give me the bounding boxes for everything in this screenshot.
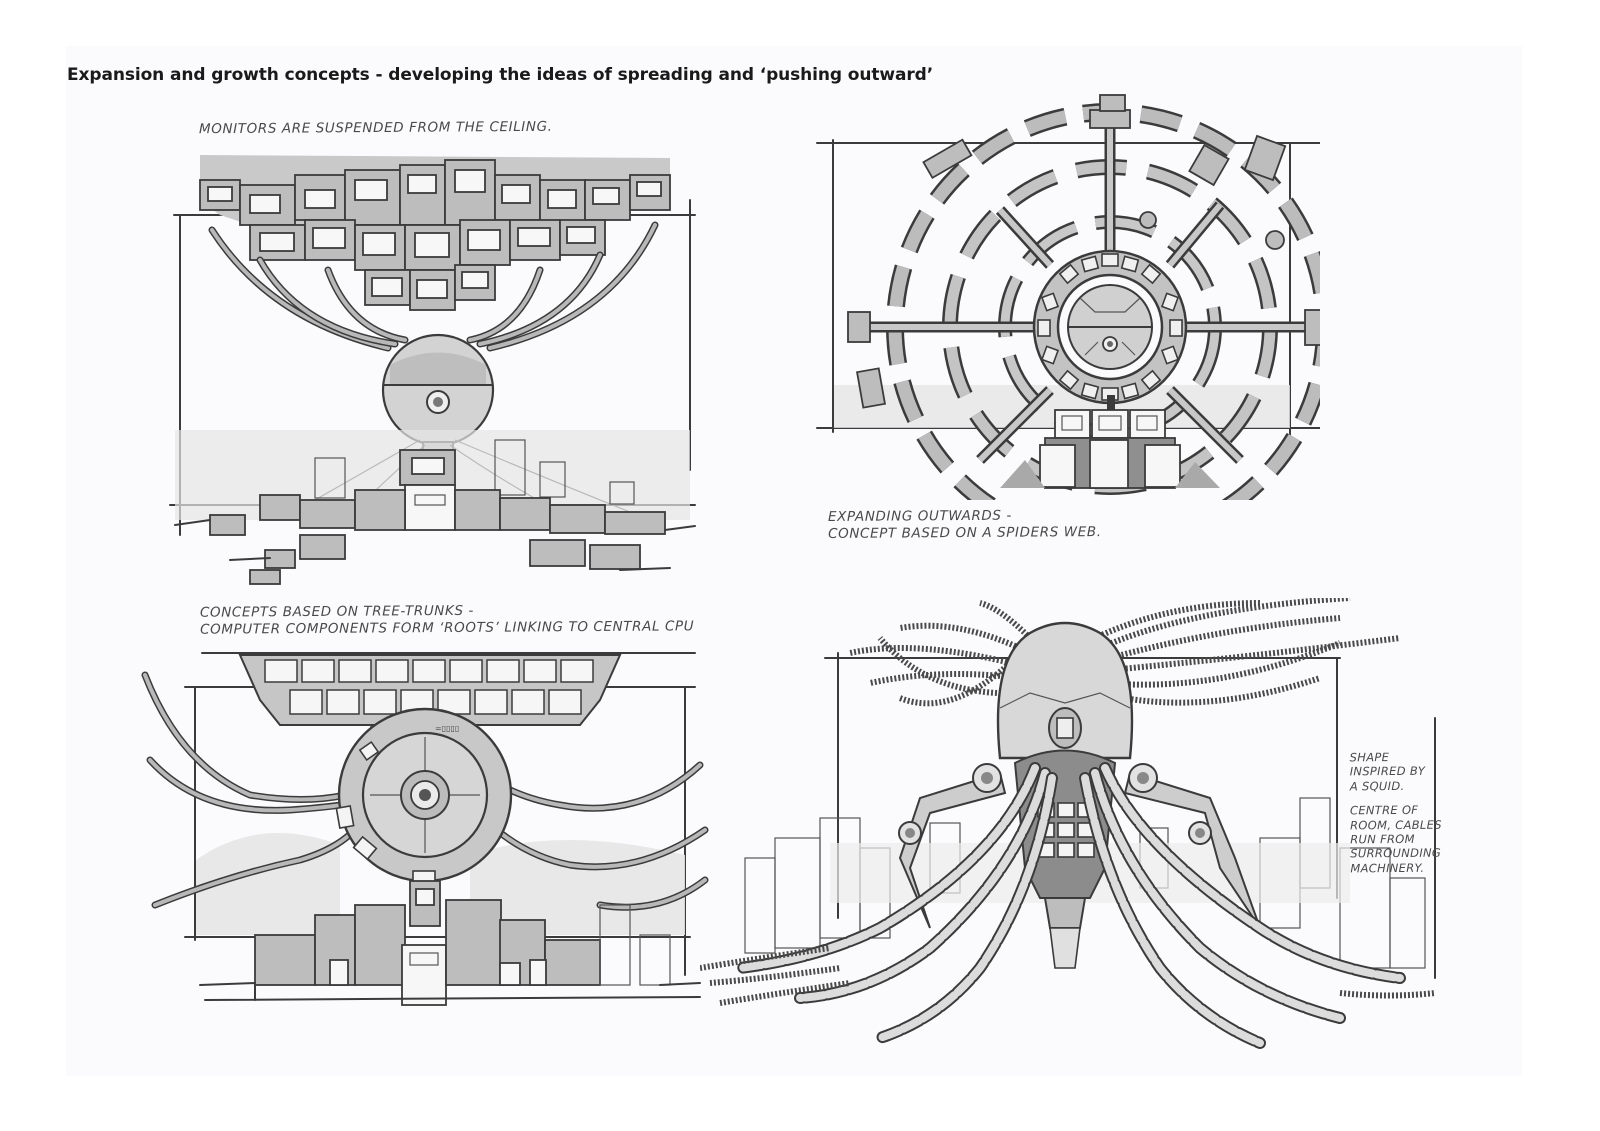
annotation-squid: Shape inspired by a squid. Centre of roo… [1349, 750, 1442, 875]
ring-label-marks: =▯▯▯▯ [435, 724, 459, 733]
annotation-suspended-monitors: Monitors are suspended from the ceiling. [198, 118, 553, 138]
sketch-suspended-monitors [150, 140, 710, 590]
annotation-tree-trunks: Concepts based on tree-trunks - computer… [199, 602, 695, 638]
page-heading: Expansion and growth concepts - developi… [67, 65, 934, 85]
sketch-tree-trunks: =▯▯▯▯ [140, 645, 720, 1020]
annotation-spider-web: Expanding outwards - concept based on a … [827, 507, 1102, 542]
sketch-squid [700, 598, 1460, 1053]
annotation-spacer [1350, 793, 1442, 804]
sketch-spider-web [800, 90, 1320, 500]
